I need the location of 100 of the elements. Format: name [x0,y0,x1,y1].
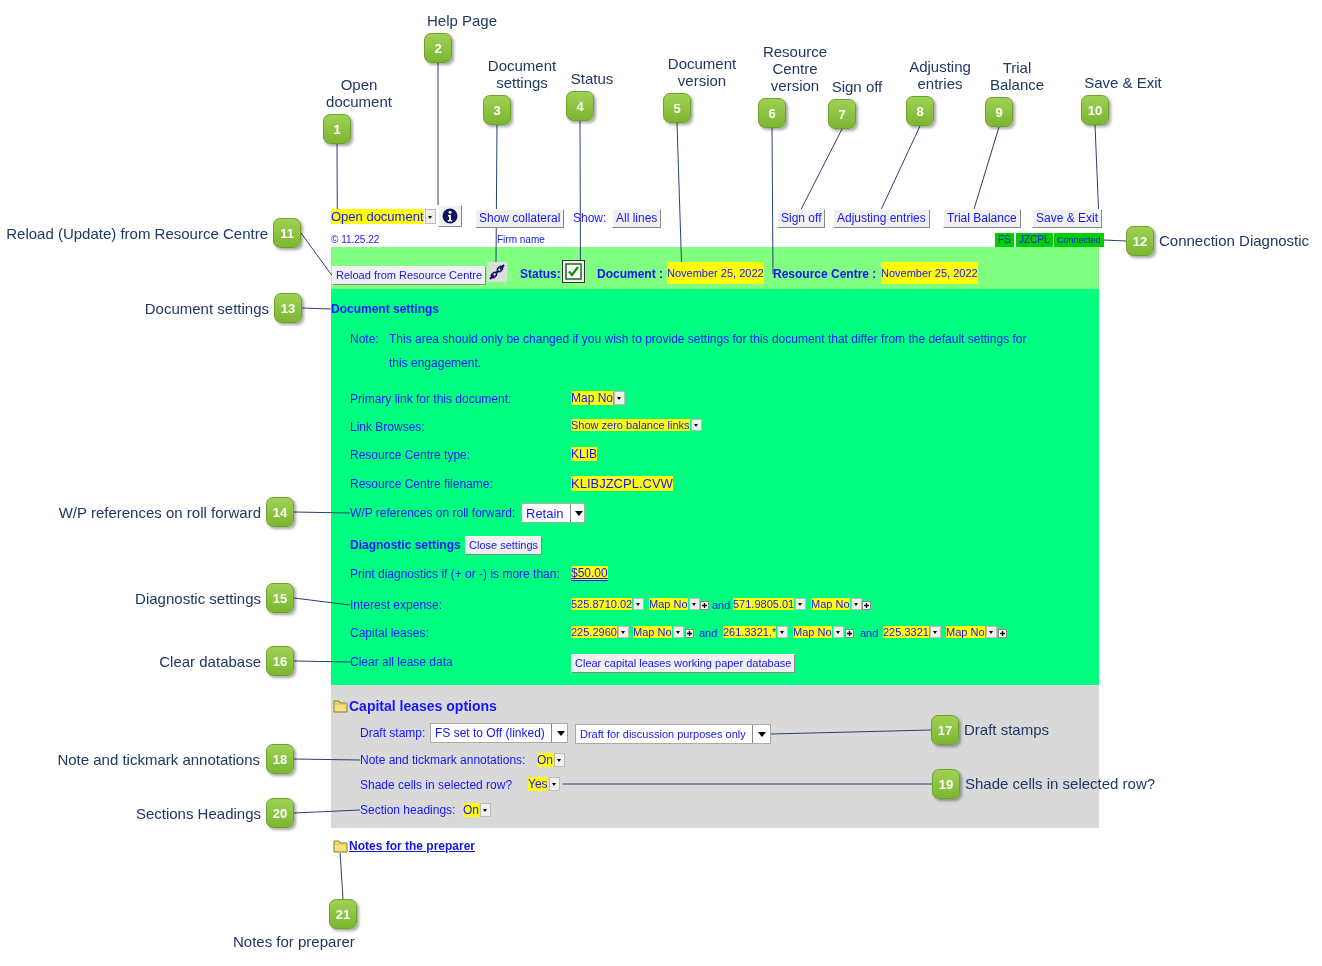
callout-title: Notes for preparer [233,933,355,950]
callout-number: 19 [932,769,960,799]
field-label: Note and tickmark annotations: [360,753,526,767]
callout-title: Document settings [486,57,558,91]
leader-line [973,126,1000,210]
field-label: Clear all lease data [350,655,453,669]
status-indicator: JZCPL [1016,233,1053,247]
section-heading: Document : [597,267,663,281]
leader-line [1103,239,1127,242]
callout-title: Document version [666,55,738,89]
callout-title: Save & Exit [1083,74,1163,91]
field-label: and [860,627,879,639]
leader-line [300,232,333,276]
callout-number: 11 [273,218,301,248]
callout-number: 2 [424,33,452,63]
leader-line [293,660,351,663]
dropdown: FS set to Off (linked) [430,723,568,743]
leader-line [301,307,332,310]
callout-number: 16 [266,646,294,676]
callout-title: Sign off [830,78,884,95]
field-label: Capital leases: [350,626,429,640]
status-indicator: FS [995,233,1014,247]
section-heading: Capital leases options [349,698,497,714]
leader-line [1094,124,1100,210]
toolbar-button: Sign off [777,209,826,228]
callout-title: W/P references on roll forward [58,504,261,521]
leader-line [770,729,932,735]
callout-title: Draft stamps [964,721,1050,738]
leader-line [293,597,351,606]
field-label: Section headings: [360,803,456,817]
field-label: Print diagnostics if (+ or -) is more than: [350,567,560,581]
leader-line [676,122,682,263]
field-label: and [712,599,731,611]
callout-title: Diagnostic settings [135,590,261,607]
callout-number: 10 [1081,95,1109,125]
callout-number: 20 [266,798,294,828]
callout-number: 14 [266,497,294,527]
callout-title: Document settings [144,300,269,317]
field-label: Resource Centre filename: [350,477,493,491]
toolbar-button: Save & Exit [1032,209,1103,228]
field-label: Interest expense: [350,598,443,612]
callout-number: 21 [329,899,357,929]
leader-line [800,128,843,210]
leader-line [437,62,439,206]
callout-number: 15 [266,583,294,613]
callout-number: 9 [985,97,1013,127]
callout-number: 12 [1126,226,1154,256]
callout-number: 13 [274,293,302,323]
leader-line [293,511,351,514]
field-label: Link Browses: [350,420,425,434]
callout-title: Shade cells in selected row? [965,775,1156,792]
field-label: Primary link for this document: [350,392,512,406]
callout-number: 18 [266,744,294,774]
leader-line [562,783,933,785]
note-text: This area should only be changed if you wish to provide settings for this document that differ from the default settings for this engagement. [389,331,1028,372]
leader-line [880,125,921,210]
toolbar-button: Trial Balance [943,209,1021,228]
callout-number: 6 [758,98,786,128]
toolbar-button: Close settings [465,536,543,555]
callout-number: 4 [566,91,594,121]
callout-number: 1 [323,114,351,144]
callout-title: Clear database [159,653,261,670]
dropdown: Retain [521,503,585,523]
amount-link: $50.00 [571,566,608,580]
value-field: November 25, 2022 [881,262,978,284]
callout-title: Sections Headings [135,805,261,822]
value-field: KLIBJZCPL.CVW [571,476,673,491]
toolbar-button: All lines [612,209,662,228]
toolbar-button: Adjusting entries [833,209,930,228]
callout-number: 7 [828,99,856,129]
callout-title: Trial Balance [988,59,1046,93]
callout-title: Status [569,70,615,87]
toolbar-button: Reload from Resource Centre [332,266,487,285]
value-field: KLIB [571,447,597,461]
callout-title: Open document [325,76,393,110]
callout-title: Note and tickmark annotations [57,751,260,768]
leader-line [293,758,361,761]
status-indicator: Connected [1054,233,1104,247]
field-label: Resource Centre type: [350,448,471,462]
section-heading: Resource Centre : [773,267,877,281]
leader-line [771,127,774,275]
section-heading: Status: [520,267,561,281]
value-field: November 25, 2022 [667,262,764,284]
callout-number: 8 [906,96,934,126]
leader-line [339,852,344,900]
callout-number: 3 [483,95,511,125]
callout-title: Reload (Update) from Resource Centre [6,225,268,242]
toolbar-button: Show collateral [475,209,565,228]
callout-title: Help Page [425,12,499,29]
field-label: Firm name [497,234,545,245]
link: Notes for the preparer [349,838,476,853]
callout-title: Resource Centre version [761,43,829,94]
leader-line [336,143,338,210]
field-label: © 11.25.22 [331,234,380,245]
field-label: Shade cells in selected row? [360,778,513,792]
toolbar-button: Clear capital leases working paper database [571,654,796,673]
field-label: and [699,627,718,639]
callout-number: 5 [663,93,691,123]
callout-title: Connection Diagnostic [1159,232,1310,249]
leader-line [579,120,581,261]
